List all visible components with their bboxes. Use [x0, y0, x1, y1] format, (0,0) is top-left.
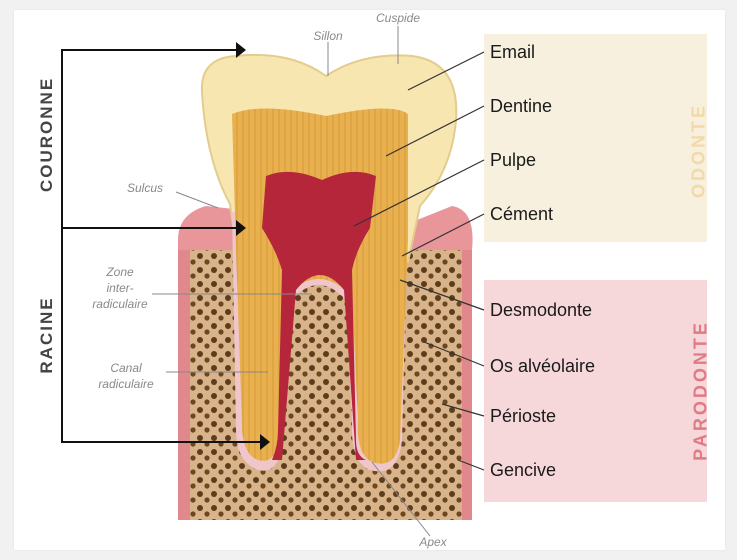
- racine-label: RACINE: [37, 280, 57, 390]
- label-email: Email: [490, 42, 535, 63]
- label-cuspide: Cuspide: [372, 10, 424, 26]
- bone-block: [190, 250, 462, 520]
- label-dentine: Dentine: [490, 96, 552, 117]
- label-pulpe: Pulpe: [490, 150, 536, 171]
- label-apex: Apex: [410, 534, 456, 550]
- couronne-label: COURONNE: [37, 82, 57, 192]
- label-os-alveolaire: Os alvéolaire: [490, 356, 595, 377]
- label-canal-radiculaire: Canal radiculaire: [84, 360, 168, 392]
- label-cement: Cément: [490, 204, 553, 225]
- label-gencive: Gencive: [490, 460, 556, 481]
- label-desmodonte: Desmodonte: [490, 300, 592, 321]
- label-zone-inter-radiculaire: Zone inter- radiculaire: [82, 264, 158, 312]
- parodonte-label: PARODONTE: [691, 316, 712, 466]
- label-perioste: Périoste: [490, 406, 556, 427]
- label-sulcus: Sulcus: [110, 180, 180, 196]
- odonte-label: ODONTE: [689, 96, 710, 206]
- label-sillon: Sillon: [308, 28, 348, 44]
